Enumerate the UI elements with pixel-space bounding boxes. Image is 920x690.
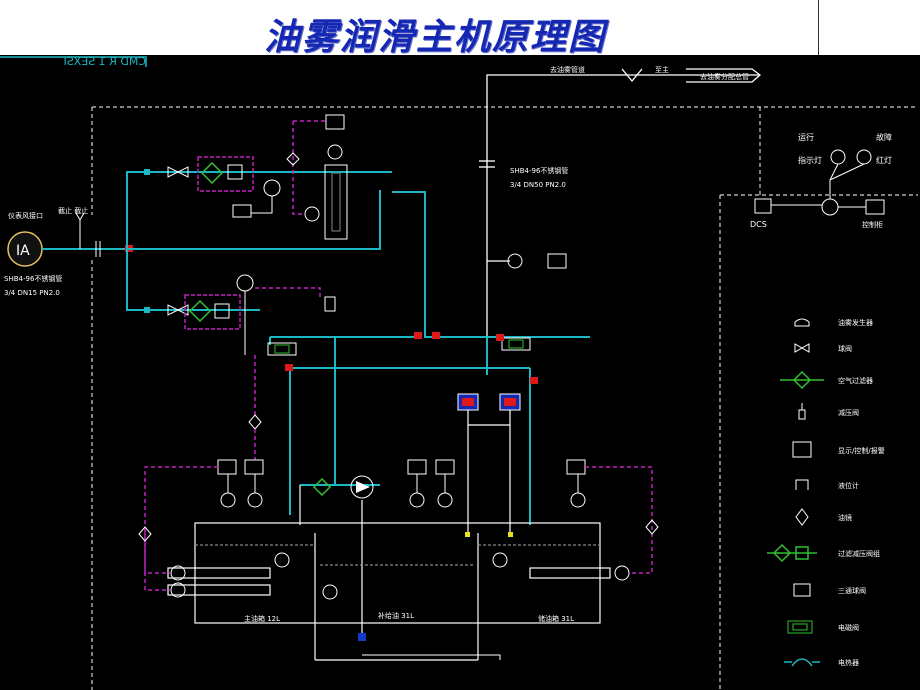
- tank-pipes: [299, 410, 511, 640]
- display-icon: [792, 441, 812, 458]
- legend-label: 油雾发生器: [838, 318, 873, 327]
- top-outlet-label-2: 至主: [655, 65, 669, 74]
- page-title: 油雾润滑主机原理图: [263, 16, 606, 58]
- legend-item: 油雾发生器: [794, 318, 873, 327]
- oil-mist-diagram: CMD R 1 SEXSI 去油雾管道 至主 去油雾分配总管 SHB4-96不锈…: [0, 55, 918, 690]
- filter-icon: [780, 370, 824, 390]
- legend-item: 球阀: [794, 343, 852, 353]
- lower-instruments: [236, 274, 336, 355]
- solenoid-valves: [267, 332, 538, 411]
- sight-glass-icon: [286, 152, 300, 166]
- signal-lines-upper: [292, 120, 326, 215]
- control-panel-area: [754, 149, 885, 216]
- tank-mid-label: 补给油 31L: [378, 611, 414, 620]
- pipe-spec-right-2: 3/4 DN50 PN2.0: [510, 181, 566, 189]
- legend-label: 显示/控制/报警: [838, 446, 885, 455]
- legend-label: 三通球阀: [838, 586, 866, 595]
- legend-item: 电磁阀: [787, 620, 859, 634]
- tank-instruments: [170, 459, 630, 600]
- ball-valves: [167, 166, 189, 316]
- legend-item: 显示/控制/报警: [792, 441, 885, 458]
- pump-filter: [312, 475, 374, 499]
- legend-label: 电磁阀: [838, 623, 859, 632]
- legend-item: 电热器: [784, 658, 859, 667]
- cabinet-label: 控制柜: [862, 220, 883, 229]
- legend-item: 过滤减压阀组: [767, 543, 880, 563]
- legend-label: 空气过滤器: [838, 376, 873, 385]
- title-bar: 油雾润滑主机原理图: [0, 0, 920, 58]
- top-outlet-label-3: 去油雾分配总管: [700, 72, 749, 81]
- gauge-icon: [784, 658, 820, 667]
- legend-label: 过滤减压阀组: [838, 549, 880, 558]
- boundary-frame: [91, 106, 918, 690]
- tanks: [167, 522, 611, 661]
- legend-item: 液位计: [795, 479, 859, 490]
- legend-label: 电热器: [838, 658, 859, 667]
- filter-box-upper: [197, 156, 254, 192]
- bracket-icon: [795, 479, 809, 490]
- sight-glass-left-icon: [248, 414, 262, 430]
- main-riser: [479, 68, 762, 345]
- fault-lamp-label-2: 红灯: [876, 155, 892, 165]
- running-lamp-label-2: 指示灯: [798, 155, 822, 165]
- legend: 油雾发生器球阀空气过滤器减压阀显示/控制/报警液位计油镜过滤减压阀组三通球阀电磁…: [767, 318, 885, 667]
- reg-icon: [798, 403, 806, 420]
- legend-label: 球阀: [838, 344, 852, 353]
- filterreg-icon: [767, 543, 817, 563]
- legend-label: 油镜: [838, 513, 852, 522]
- display-unit-icon: [547, 253, 567, 269]
- corner-frame: CMD R 1 SEXSI: [0, 55, 147, 68]
- legend-item: 三通球阀: [793, 583, 866, 597]
- air-inlet: IA 仪表风接口 截止 截止 SHB4-96不锈钢管 3/4 DN15 PN2.…: [4, 206, 133, 297]
- tank-left-label: 主油箱 12L: [244, 614, 280, 623]
- dome-icon: [794, 318, 810, 327]
- inlet-valves-label: 截止 截止: [58, 206, 88, 215]
- diamond-icon: [795, 508, 809, 526]
- upper-instruments: [232, 114, 348, 240]
- inlet-label: 仪表风接口: [8, 211, 43, 220]
- solenoid-icon: [787, 620, 813, 634]
- pipe-spec-right-1: SHB4-96不锈钢管: [510, 166, 568, 175]
- corner-text: CMD R 1 SEXSI: [64, 55, 146, 68]
- legend-item: 空气过滤器: [780, 370, 873, 390]
- tvalve-icon: [793, 583, 811, 597]
- filter-box-lower: [184, 294, 241, 330]
- legend-item: 减压阀: [798, 403, 859, 420]
- bowtie-icon: [794, 343, 810, 353]
- legend-item: 油镜: [795, 508, 852, 526]
- pipe-spec-left-1: SHB4-96不锈钢管: [4, 274, 62, 283]
- legend-label: 液位计: [838, 481, 859, 490]
- top-outlet-label: 去油雾管道: [550, 65, 585, 74]
- svg-text:IA: IA: [16, 243, 30, 259]
- tank-right-label: 储油箱 31L: [538, 614, 574, 623]
- pipe-spec-left-2: 3/4 DN15 PN2.0: [4, 289, 60, 297]
- heater-icon: [358, 633, 366, 641]
- pressure-gauge-icon: [507, 253, 523, 269]
- air-pipes: [126, 171, 590, 525]
- title-divider: [818, 0, 819, 55]
- dcs-label: DCS: [750, 220, 767, 229]
- legend-label: 减压阀: [838, 408, 859, 417]
- fault-lamp-label: 故障: [876, 132, 892, 142]
- signal-lines-tanks: [144, 466, 653, 591]
- running-lamp-label: 运行: [798, 132, 814, 142]
